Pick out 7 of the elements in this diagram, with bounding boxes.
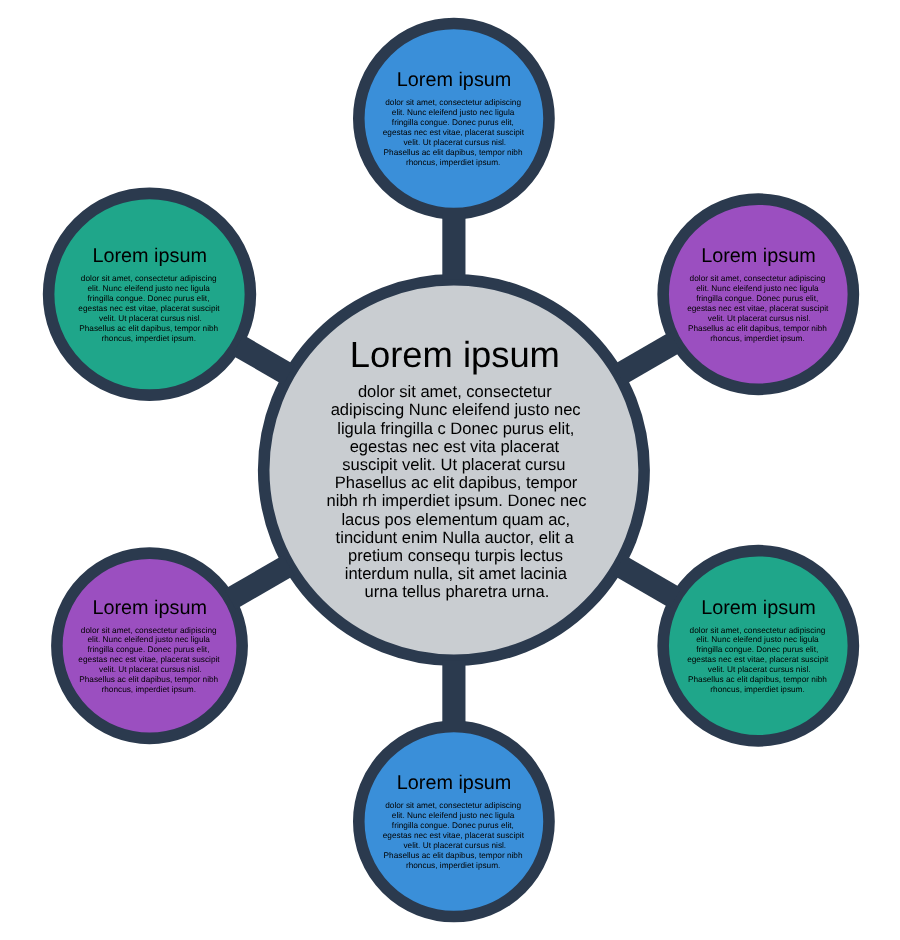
connector: [230, 335, 294, 385]
connector: [223, 555, 294, 610]
connector: [612, 332, 681, 385]
connector: [612, 555, 681, 608]
node-circle: Lorem ipsum dolor sit amet, consectetur adipiscing Nunc eleifend justo nec ligula fringilla c Donec purus elit, egestas nec est vita placerat suscipit velit. Ut placerat cursu Phasellus ac elit dapibus, tempor nibh rh imperdiet ipsum. Donec nec lacus pos elementum quam ac, tincidunt enim Nulla auctor, elit a pretium consequ turpis lectus interdum nulla, sit amet lacinia urna tellus pharetra urna.: [256, 273, 649, 666]
connector: [441, 214, 465, 280]
connector: [441, 660, 465, 726]
